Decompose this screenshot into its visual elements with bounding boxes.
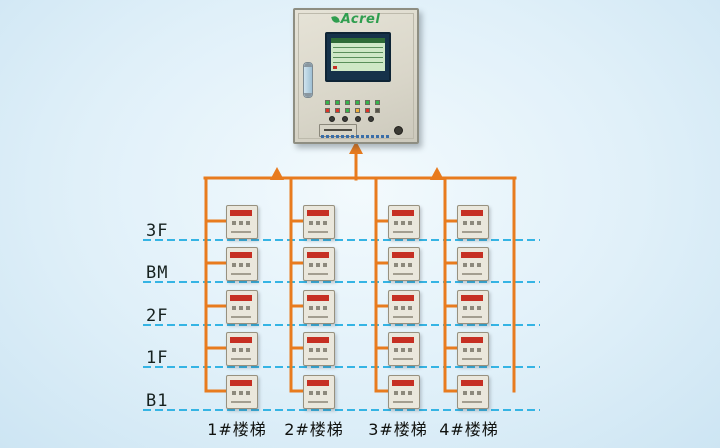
power-monitor-device: [226, 290, 258, 324]
yellow-led: [355, 108, 360, 113]
brand-text: Acrel: [340, 12, 381, 27]
display-content: [331, 38, 385, 71]
dark-led: [375, 108, 380, 113]
power-monitor-device: [303, 375, 335, 409]
panel-button[interactable]: [355, 116, 361, 122]
power-monitor-device: [457, 205, 489, 239]
power-monitor-device: [388, 247, 420, 281]
red-led: [335, 108, 340, 113]
cabinet-display: [325, 32, 391, 82]
green-led: [345, 100, 350, 105]
brand-label: Acrel: [295, 12, 417, 27]
power-monitor-device: [457, 375, 489, 409]
green-led: [365, 100, 370, 105]
panel-button[interactable]: [368, 116, 374, 122]
indicator-led-row-1: [325, 100, 380, 105]
level-gauge: [303, 62, 313, 98]
acrel-logo-icon: [330, 15, 340, 24]
panel-button[interactable]: [342, 116, 348, 122]
cabinet-footer-text: [321, 135, 391, 138]
power-monitor-device: [388, 205, 420, 239]
power-monitor-device: [226, 332, 258, 366]
red-led: [365, 108, 370, 113]
indicator-led-row-2: [325, 108, 380, 113]
power-monitor-device: [457, 247, 489, 281]
power-monitor-device: [457, 332, 489, 366]
flow-arrow-icons: [270, 141, 444, 180]
power-monitor-device: [388, 375, 420, 409]
green-led: [375, 100, 380, 105]
power-monitor-device: [457, 290, 489, 324]
green-led: [335, 100, 340, 105]
power-monitor-device: [303, 205, 335, 239]
power-monitor-device: [303, 247, 335, 281]
door-lock[interactable]: [394, 126, 403, 135]
floor-dashed-lines: [143, 239, 540, 411]
red-led: [325, 108, 330, 113]
green-led: [345, 108, 350, 113]
power-monitor-device: [226, 205, 258, 239]
green-led: [325, 100, 330, 105]
panel-button[interactable]: [329, 116, 335, 122]
power-monitor-device: [388, 290, 420, 324]
bus-lines: [203, 150, 517, 393]
power-monitor-device: [226, 247, 258, 281]
power-monitor-device: [226, 375, 258, 409]
monitoring-cabinet: Acrel: [293, 8, 419, 144]
green-led: [355, 100, 360, 105]
power-monitor-device: [303, 290, 335, 324]
power-monitor-device: [303, 332, 335, 366]
panel-buttons[interactable]: [329, 116, 374, 122]
power-monitor-device: [388, 332, 420, 366]
